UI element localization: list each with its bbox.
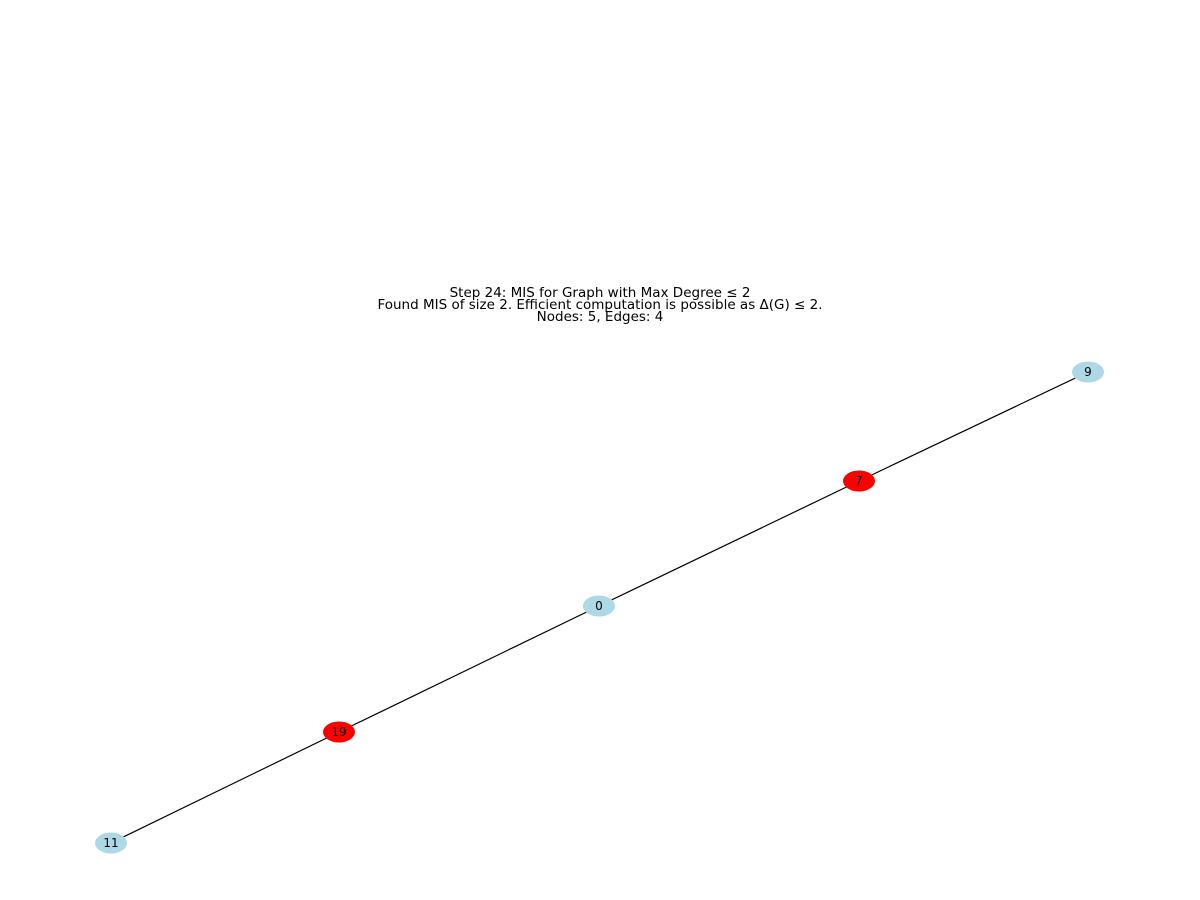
edge-0-19 <box>338 605 600 733</box>
title-line-3: Nodes: 5, Edges: 4 <box>537 309 664 325</box>
node-circle-19 <box>323 721 355 743</box>
edge-9-7 <box>858 371 1089 482</box>
figure-title: Step 24: MIS for Graph with Max Degree ≤… <box>377 285 822 325</box>
node-11: 11 <box>95 832 127 854</box>
edge-7-0 <box>598 480 860 607</box>
node-circle-11 <box>95 832 127 854</box>
node-7: 7 <box>843 470 875 492</box>
title-line-2: Found MIS of size 2. Efficient computati… <box>377 297 822 313</box>
node-circle-9 <box>1072 361 1104 383</box>
node-9: 9 <box>1072 361 1104 383</box>
node-label-19: 19 <box>331 725 346 739</box>
node-layer: 9 7 0 19 11 <box>95 361 1104 854</box>
edge-19-11 <box>110 731 340 844</box>
node-label-11: 11 <box>103 836 118 850</box>
node-0: 0 <box>583 595 615 617</box>
node-label-7: 7 <box>855 474 863 488</box>
node-circle-0 <box>583 595 615 617</box>
node-19: 19 <box>323 721 355 743</box>
node-label-0: 0 <box>595 599 603 613</box>
node-label-9: 9 <box>1084 365 1092 379</box>
node-circle-7 <box>843 470 875 492</box>
title-line-1: Step 24: MIS for Graph with Max Degree ≤… <box>450 285 751 301</box>
edge-layer <box>110 371 1089 844</box>
